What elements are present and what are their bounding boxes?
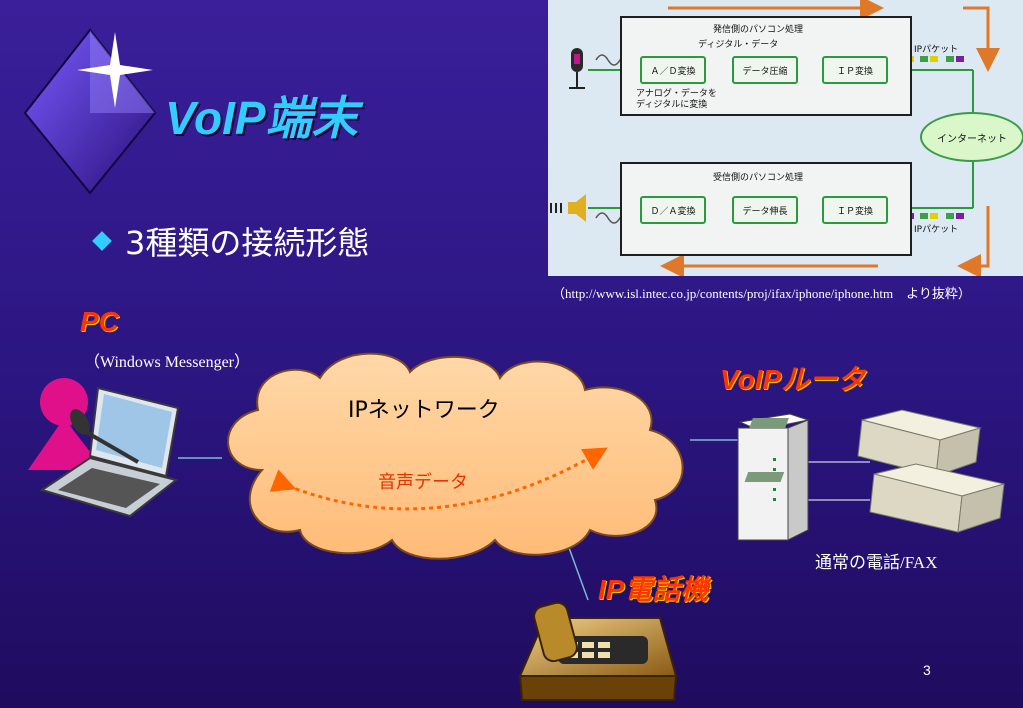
ip-convert-stage-recv: ＩＰ変換 — [822, 196, 888, 224]
microphone-icon — [569, 48, 585, 89]
send-title: 発信側のパソコン処理 — [713, 25, 804, 35]
cloud-label: IPネットワーク — [348, 398, 500, 423]
page-number: 3 — [923, 662, 931, 678]
pc-sub-label: （Windows Messenger） — [84, 354, 251, 371]
voice-data-arrow — [269, 447, 608, 511]
ip-phone-label: IP電話機 — [598, 574, 709, 605]
pc-person-laptop-icon — [28, 378, 180, 518]
ip-packet-label-bottom: IPパケット — [914, 225, 959, 235]
pc-label: PC — [80, 306, 119, 337]
fax-icon — [744, 463, 1005, 533]
normal-phone-label: 通常の電話/FAX — [815, 553, 938, 572]
analog-note-2: ディジタルに変換 — [636, 100, 708, 110]
voip-router-label: VoIPルータ — [720, 364, 866, 395]
star-diamond-logo — [23, 28, 157, 195]
slide-title: VoIP端末 — [165, 92, 358, 144]
telephone-icon-1 — [749, 409, 982, 477]
ip-convert-stage-send: ＩＰ変換 — [822, 56, 888, 84]
voip-router-icon — [737, 413, 810, 541]
compress-stage: データ圧縮 — [732, 56, 798, 84]
ip-network-cloud — [227, 352, 684, 560]
bullet-text: 3種類の接続形態 — [125, 224, 370, 262]
expand-stage: データ伸長 — [732, 196, 798, 224]
ip-packet-label-top: IPパケット — [914, 45, 959, 55]
voip-process-diagram: 発信側のパソコン処理 ディジタル・データ Ａ／Ｄ変換 データ圧縮 ＩＰ変換 アナ… — [548, 0, 1023, 276]
bullet-item: 3種類の接続形態 — [92, 218, 370, 264]
ip-phone-icon — [518, 601, 678, 701]
source-note: （http://www.isl.intec.co.jp/contents/pro… — [552, 286, 971, 301]
ad-stage: Ａ／Ｄ変換 — [640, 56, 706, 84]
da-stage: Ｄ／Ａ変換 — [640, 196, 706, 224]
voice-data-label: 音声データ — [378, 472, 468, 493]
recv-title: 受信側のパソコン処理 — [713, 173, 804, 183]
speaker-icon — [550, 194, 586, 222]
digital-data-label: ディジタル・データ — [698, 40, 779, 50]
analog-note-1: アナログ・データを — [636, 89, 717, 99]
